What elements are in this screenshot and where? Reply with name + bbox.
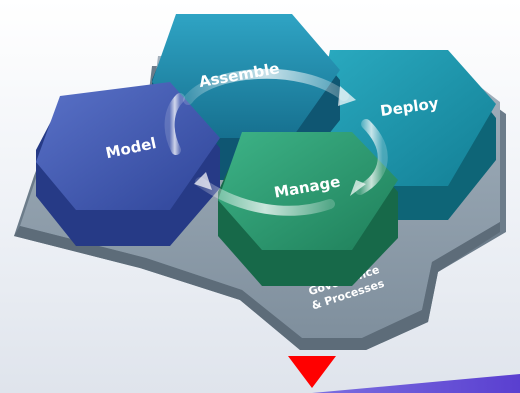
red-arrow-marker [288,356,336,388]
purple-accent-bar [312,374,520,393]
lifecycle-arrows [164,68,388,216]
